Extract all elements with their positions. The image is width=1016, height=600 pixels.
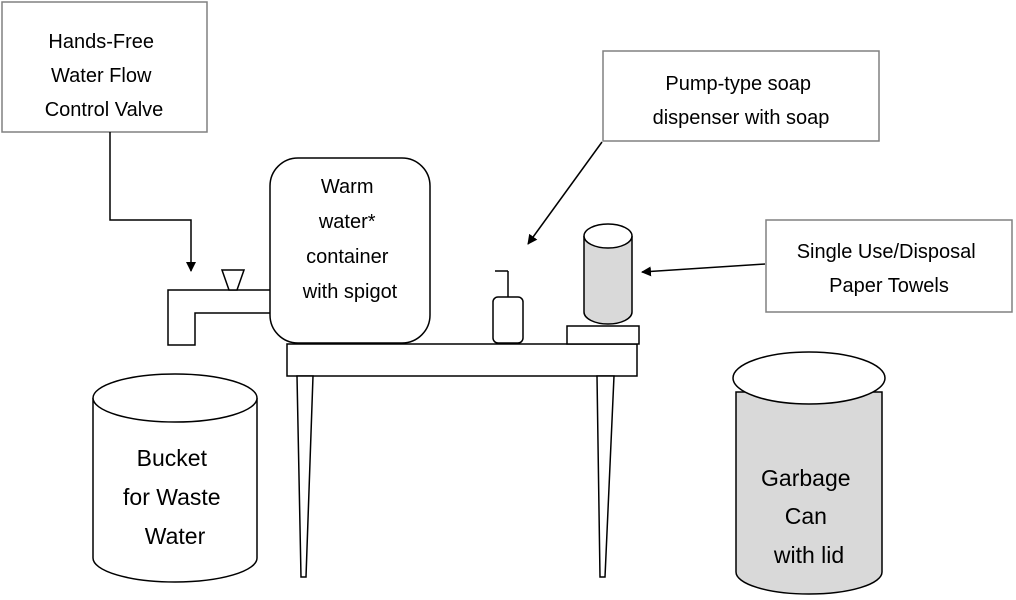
soap-label-line-1: Pump-type soap bbox=[665, 73, 811, 95]
warm-water-container bbox=[269, 157, 431, 344]
svg-text:Bucket for Waste Water: Bucket for Waste Water bbox=[123, 445, 227, 549]
valve-label-line-3: Control Valve bbox=[45, 99, 164, 121]
valve-arrow bbox=[109, 132, 196, 272]
table-leg-right bbox=[596, 375, 615, 578]
paper-towel-stand bbox=[566, 325, 640, 345]
towels-label-line-1: Single Use/Disposal bbox=[797, 241, 976, 263]
table bbox=[286, 343, 638, 578]
bucket-label-line-1: Bucket bbox=[137, 445, 208, 471]
valve-label-box: Hands-Free Water Flow Control Valve bbox=[1, 1, 208, 133]
bucket-label-line-2: for Waste bbox=[123, 484, 221, 510]
towels-arrow bbox=[641, 263, 766, 277]
towels-label-box: Single Use/Disposal Paper Towels bbox=[765, 219, 1013, 313]
waste-water-bucket bbox=[92, 373, 258, 583]
garbage-label-line-3: with lid bbox=[773, 542, 844, 568]
table-leg-left bbox=[296, 375, 314, 578]
spigot bbox=[167, 289, 275, 346]
soap-label-line-2: dispenser with soap bbox=[653, 107, 830, 129]
valve-label-line-2: Water Flow bbox=[51, 65, 152, 87]
container-label-line-2: water* bbox=[318, 211, 376, 233]
table-top bbox=[286, 343, 638, 377]
soap-arrow bbox=[527, 141, 603, 245]
svg-text:Garbage Can with lid: Garbage Can with lid bbox=[761, 465, 857, 568]
bucket-label-line-3: Water bbox=[145, 523, 206, 549]
soap-dispenser bbox=[492, 270, 524, 344]
garbage-label-line-2: Can bbox=[785, 503, 827, 529]
valve-label-line-1: Hands-Free bbox=[48, 31, 154, 53]
hands-free-valve-icon bbox=[220, 269, 246, 291]
container-label-line-4: with spigot bbox=[302, 281, 398, 303]
garbage-can-lid bbox=[732, 351, 886, 405]
paper-towel-roll bbox=[583, 236, 633, 325]
garbage-label-line-1: Garbage bbox=[761, 465, 851, 491]
svg-text:Warm water* container: Warm water* container with spigot bbox=[302, 176, 398, 303]
container-label-line-1: Warm bbox=[321, 176, 374, 198]
garbage-can bbox=[732, 351, 886, 595]
paper-towels bbox=[566, 223, 640, 345]
soap-label-box: Pump-type soap dispenser with soap bbox=[602, 50, 880, 142]
towels-label-line-2: Paper Towels bbox=[829, 275, 949, 297]
container-label-line-3: container bbox=[306, 246, 389, 268]
svg-text:Single Use/Disposal Pape: Single Use/Disposal Paper Towels bbox=[797, 241, 982, 297]
garbage-can-body bbox=[735, 391, 883, 595]
svg-text:Pump-type soap dispenser: Pump-type soap dispenser with soap bbox=[653, 73, 830, 129]
svg-text:Hands-Free Water Flow: Hands-Free Water Flow Control Valve bbox=[45, 31, 164, 121]
